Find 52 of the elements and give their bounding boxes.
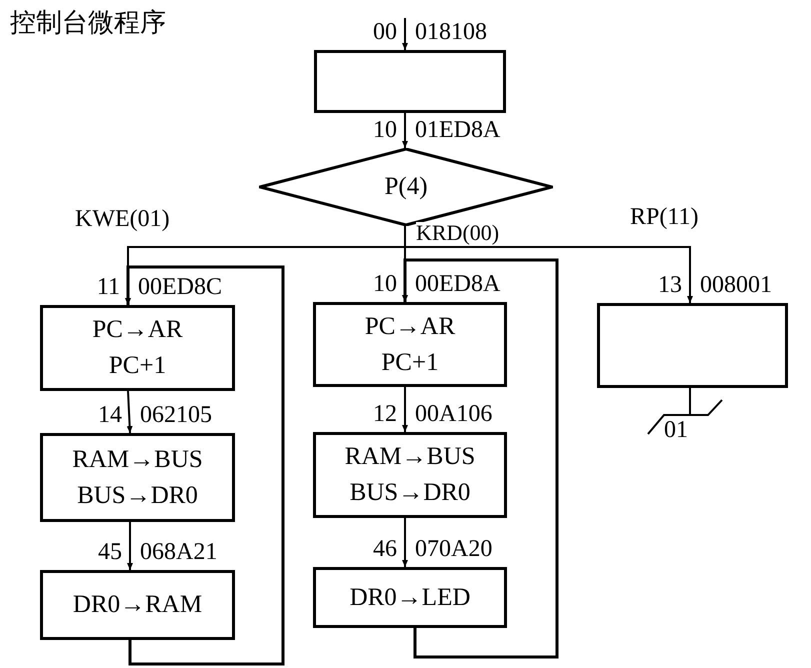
microcode-hex: 008001 <box>700 273 772 297</box>
microcode-hex: 018108 <box>415 20 487 44</box>
address-number: 00 <box>373 20 397 44</box>
address-number: 12 <box>373 402 397 426</box>
address-number: 13 <box>658 273 682 297</box>
process-box <box>313 567 507 628</box>
microcode-hex: 01ED8A <box>415 118 500 142</box>
address-number: 46 <box>373 537 397 561</box>
operation-text: PC→AR <box>364 312 456 342</box>
process-box <box>313 302 507 387</box>
arrow <box>402 258 558 658</box>
operation-text: P(4) <box>384 172 428 202</box>
address-number: 10 <box>373 118 397 142</box>
operation-text: RAM→BUS <box>344 442 476 472</box>
process-box <box>313 432 507 518</box>
process-box <box>40 305 235 391</box>
arrow <box>125 266 284 666</box>
operation-text: DR0→LED <box>350 582 470 612</box>
microcode-hex: 068A21 <box>140 540 218 564</box>
operation-text: BUS→DR0 <box>350 478 470 508</box>
arrow <box>402 518 408 567</box>
arrow <box>404 226 693 303</box>
operation-text: PC+1 <box>108 351 166 381</box>
process-box <box>40 433 235 522</box>
arrow <box>402 18 408 50</box>
arrow <box>402 113 408 148</box>
process-box <box>40 570 235 640</box>
arrow <box>126 390 133 434</box>
arrow <box>127 522 133 570</box>
microcode-hex: 070A20 <box>415 537 492 561</box>
microcode-hex: 00ED8C <box>138 275 222 299</box>
operation-text: BUS→DR0 <box>77 480 198 510</box>
empty-box <box>314 50 506 113</box>
diagram-title: 控制台微程序 <box>10 10 166 36</box>
operation-text: PC+1 <box>381 348 439 378</box>
microcode-hex: 062105 <box>140 403 212 427</box>
microcode-hex: 00A106 <box>415 402 492 426</box>
decision-diamond <box>259 148 553 226</box>
operation-text: PC→AR <box>92 315 183 345</box>
branch-label: 01 <box>664 418 688 442</box>
address-number: 10 <box>373 272 397 296</box>
arrow <box>402 387 408 432</box>
address-number: 14 <box>98 403 122 427</box>
address-number: 45 <box>98 540 122 564</box>
empty-box <box>597 303 788 388</box>
edge-label: KRD(00) <box>416 222 500 244</box>
microcode-hex: 00ED8A <box>415 272 500 296</box>
operation-text: RAM→BUS <box>72 444 203 474</box>
edge-label: RP(11) <box>630 205 698 229</box>
address-number: 11 <box>96 275 120 299</box>
edge-label: KWE(01) <box>75 207 170 231</box>
operation-text: DR0→RAM <box>72 590 202 620</box>
